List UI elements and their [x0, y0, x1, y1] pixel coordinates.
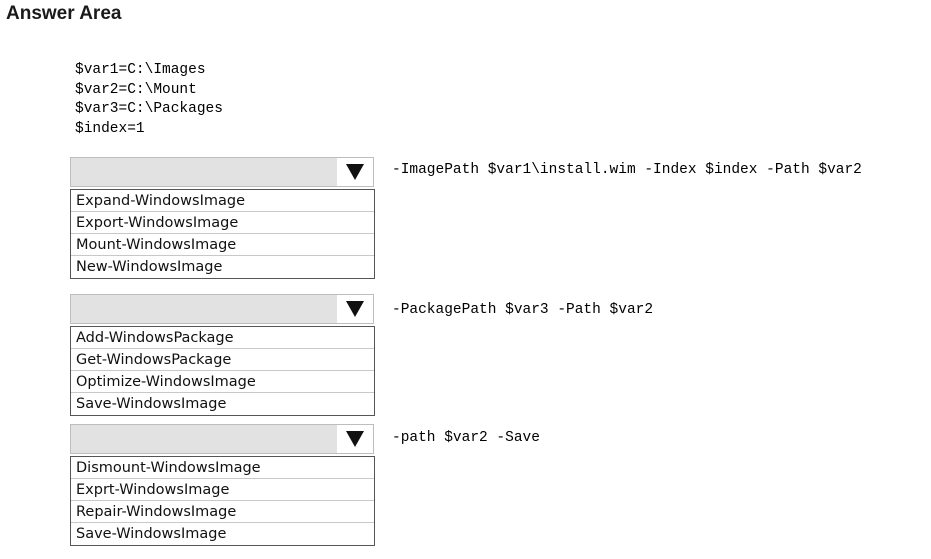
- dropdown-option[interactable]: Export-WindowsImage: [71, 212, 374, 234]
- dropdown-option[interactable]: Expand-WindowsImage: [71, 190, 374, 212]
- dropdown-option[interactable]: New-WindowsImage: [76, 259, 223, 275]
- dropdown-selected-value[interactable]: [71, 425, 338, 453]
- dropdown-option[interactable]: Get-WindowsPackage: [71, 349, 374, 371]
- dropdown-option[interactable]: Optimize-WindowsImage: [71, 371, 374, 393]
- dropdown-option[interactable]: Save-WindowsImage: [76, 526, 227, 542]
- command-dropdown-2[interactable]: [70, 294, 374, 324]
- variable-definitions: $var1=C:\Images $var2=C:\Mount $var3=C:\…: [75, 61, 223, 139]
- dropdown-toggle-button[interactable]: [337, 158, 373, 186]
- command-parameters-3: -path $var2 -Save: [392, 430, 540, 446]
- dropdown-options-3: Dismount-WindowsImage Exprt-WindowsImage…: [70, 456, 375, 546]
- dropdown-options-2: Add-WindowsPackage Get-WindowsPackage Op…: [70, 326, 375, 416]
- answer-area-title: Answer Area: [6, 3, 122, 24]
- command-parameters-2: -PackagePath $var3 -Path $var2: [392, 302, 654, 318]
- chevron-down-icon: [346, 164, 364, 180]
- command-parameters-1: -ImagePath $var1\install.wim -Index $ind…: [392, 162, 862, 178]
- variable-line: $var1=C:\Images: [75, 62, 206, 78]
- dropdown-option[interactable]: Exprt-WindowsImage: [71, 479, 374, 501]
- dropdown-option[interactable]: Add-WindowsPackage: [71, 327, 374, 349]
- dropdown-toggle-button[interactable]: [337, 295, 373, 323]
- dropdown-toggle-button[interactable]: [337, 425, 373, 453]
- chevron-down-icon: [346, 431, 364, 447]
- dropdown-option[interactable]: Save-WindowsImage: [76, 396, 227, 412]
- dropdown-option[interactable]: Dismount-WindowsImage: [71, 457, 374, 479]
- dropdown-options-1: Expand-WindowsImage Export-WindowsImage …: [70, 189, 375, 279]
- dropdown-option[interactable]: Repair-WindowsImage: [71, 501, 374, 523]
- dropdown-selected-value[interactable]: [71, 158, 338, 186]
- variable-line: $index=1: [75, 120, 145, 137]
- chevron-down-icon: [346, 301, 364, 317]
- variable-line: $var3=C:\Packages: [75, 101, 223, 117]
- dropdown-selected-value[interactable]: [71, 295, 338, 323]
- command-dropdown-3[interactable]: [70, 424, 374, 454]
- command-dropdown-1[interactable]: [70, 157, 374, 187]
- dropdown-option[interactable]: Mount-WindowsImage: [71, 234, 374, 256]
- variable-line: $var2=C:\Mount: [75, 81, 197, 98]
